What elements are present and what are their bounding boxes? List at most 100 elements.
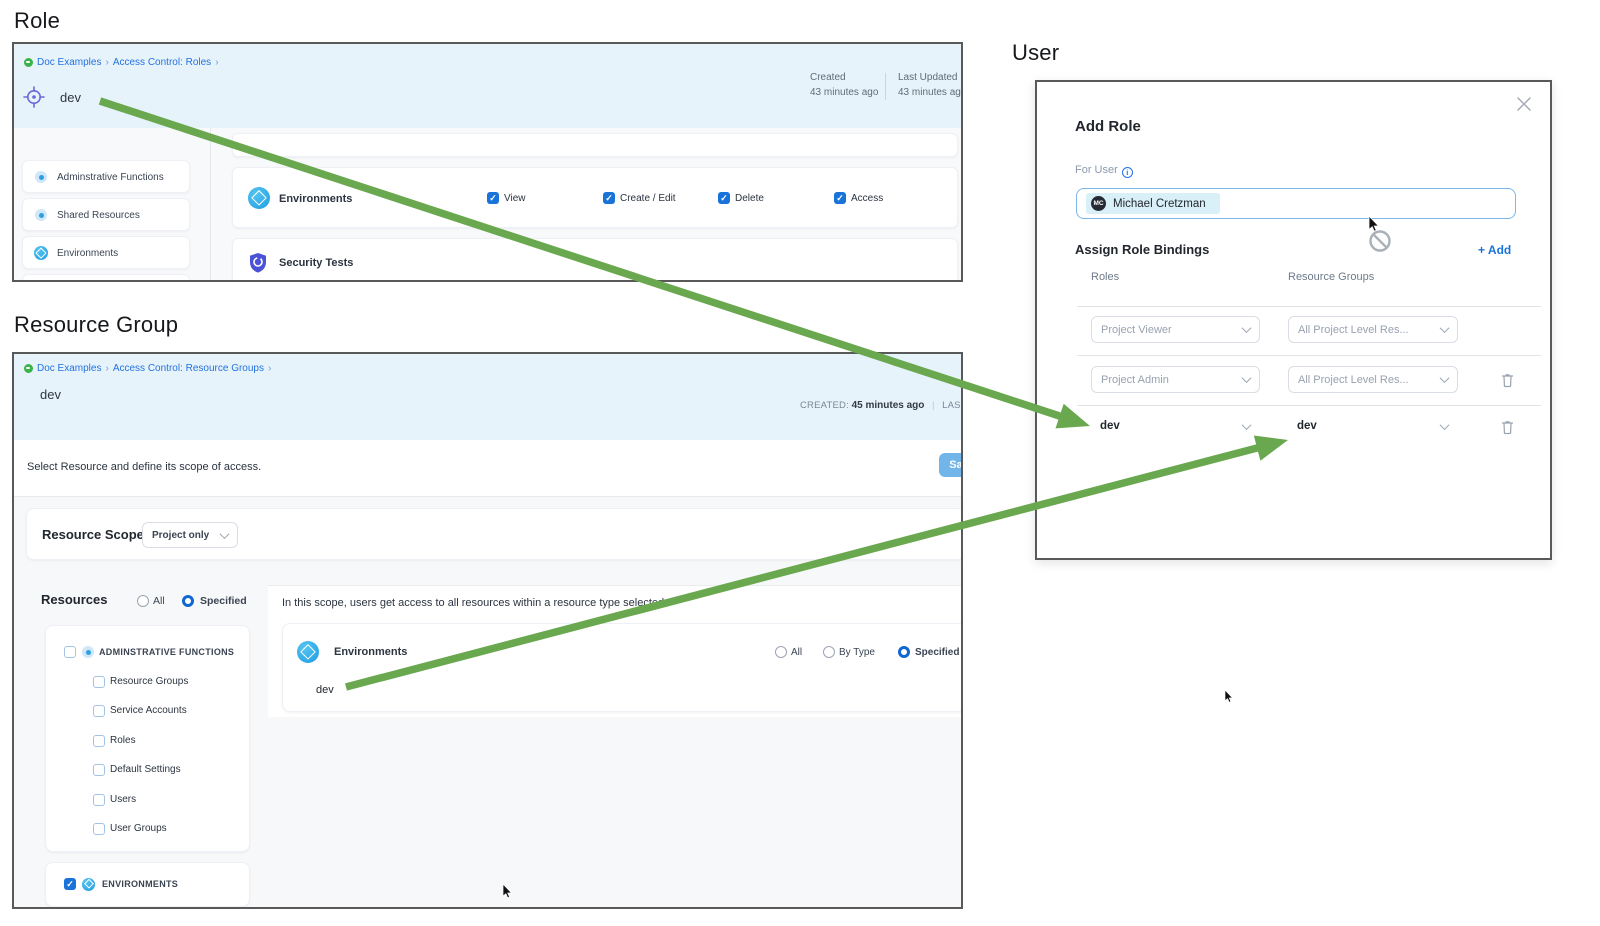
- role-target-icon: [23, 86, 45, 108]
- view-checkbox-label: View: [504, 193, 526, 204]
- selected-environment: dev: [316, 684, 334, 696]
- service-accounts-checkbox[interactable]: [93, 705, 105, 717]
- resources-specified-radio[interactable]: [182, 595, 194, 607]
- delete-binding-icon[interactable]: [1500, 419, 1515, 435]
- resource-group-meta: CREATED: 45 minutes ago | LAST UPD: [800, 400, 961, 411]
- breadcrumb-project-link[interactable]: Doc Examples: [37, 57, 102, 68]
- default-settings-checkbox[interactable]: [93, 764, 105, 776]
- resources-all-radio[interactable]: [137, 595, 149, 607]
- delete-checkbox[interactable]: [718, 192, 730, 204]
- shared-resources-icon: [35, 209, 47, 221]
- created-label: Created: [810, 72, 846, 83]
- environments-icon: [82, 877, 95, 891]
- env-specified-label: Specified: [915, 647, 960, 658]
- for-user-label: For User: [1075, 164, 1133, 178]
- role-created-meta: Created 43 minutes ago: [810, 71, 878, 100]
- user-section-title: User: [1012, 40, 1060, 65]
- role-select-value: Project Viewer: [1101, 323, 1172, 336]
- breadcrumb-logo-icon: [24, 364, 33, 373]
- scope-description: Select Resource and define its scope of …: [27, 461, 262, 473]
- row-divider: [1077, 355, 1541, 356]
- environments-icon: [34, 246, 48, 260]
- resource-group-panel: Doc Examples › Access Control: Resource …: [12, 352, 963, 909]
- role-select-2[interactable]: dev: [1100, 420, 1120, 432]
- chevron-down-icon: [219, 528, 230, 539]
- row-divider: [1077, 306, 1541, 307]
- view-checkbox[interactable]: [487, 192, 499, 204]
- resources-label: Resources: [41, 592, 108, 607]
- default-settings-label: Default Settings: [110, 764, 181, 775]
- chevron-down-icon[interactable]: [1439, 420, 1450, 431]
- resource-group-select-1[interactable]: All Project Level Res...: [1288, 366, 1458, 393]
- breadcrumb-separator: ›: [267, 363, 272, 374]
- add-binding-button[interactable]: + Add: [1478, 243, 1512, 257]
- resource-group-select-value: All Project Level Res...: [1298, 373, 1409, 386]
- sidebar-item-shared-resources[interactable]: Shared Resources: [22, 198, 190, 231]
- roles-checkbox[interactable]: [93, 735, 105, 747]
- resource-group-select-2[interactable]: dev: [1297, 420, 1317, 432]
- for-user-text: For User: [1075, 164, 1118, 176]
- roles-column-header: Roles: [1091, 271, 1120, 283]
- resource-groups-label: Resource Groups: [110, 676, 189, 687]
- resource-groups-checkbox[interactable]: [93, 676, 105, 688]
- breadcrumb-separator: ›: [105, 57, 109, 68]
- resource-scope-dropdown[interactable]: Project only: [142, 522, 238, 548]
- access-checkbox-label: Access: [851, 193, 884, 204]
- breadcrumb-logo-icon: [24, 58, 33, 67]
- scope-hint: In this scope, users get access to all r…: [282, 597, 665, 609]
- resources-specified-label: Specified: [200, 595, 247, 607]
- user-select-input[interactable]: MC Michael Cretzman: [1076, 188, 1516, 219]
- chevron-down-icon: [1439, 323, 1450, 334]
- role-select-1[interactable]: Project Admin: [1091, 366, 1260, 393]
- sidebar-item-partial[interactable]: [22, 274, 190, 280]
- environments-scope-card: Environments All By Type Specified dev: [282, 623, 961, 712]
- updated-label: Last Updated: [898, 72, 958, 83]
- info-icon[interactable]: [1121, 167, 1133, 178]
- create-edit-checkbox-label: Create / Edit: [620, 193, 676, 204]
- resource-group-name: dev: [40, 387, 61, 402]
- resource-group-select-value: All Project Level Res...: [1298, 323, 1409, 336]
- delete-binding-icon[interactable]: [1500, 372, 1515, 388]
- user-groups-checkbox[interactable]: [93, 823, 105, 835]
- chevron-down-icon: [1241, 323, 1252, 334]
- created-label: CREATED:: [800, 400, 849, 411]
- administrative-functions-icon: [35, 171, 47, 183]
- role-updated-meta: Last Updated 43 minutes ago: [898, 71, 961, 100]
- delete-checkbox-label: Delete: [735, 193, 764, 204]
- roles-label: Roles: [110, 735, 136, 746]
- users-checkbox[interactable]: [93, 794, 105, 806]
- role-section-title: Role: [14, 8, 61, 33]
- access-checkbox[interactable]: [834, 192, 846, 204]
- role-breadcrumb: Doc Examples › Access Control: Roles ›: [24, 57, 219, 68]
- chevron-down-icon[interactable]: [1241, 420, 1252, 431]
- sidebar-item-environments[interactable]: Environments: [22, 236, 190, 269]
- environments-scope-title: Environments: [334, 646, 408, 658]
- breadcrumb-module-link[interactable]: Access Control: Roles: [112, 57, 212, 68]
- create-edit-checkbox[interactable]: [603, 192, 615, 204]
- env-by-type-radio[interactable]: [823, 646, 835, 658]
- breadcrumb-module-link[interactable]: Access Control: Resource Groups: [112, 363, 264, 374]
- administrative-functions-checkbox[interactable]: [64, 646, 76, 658]
- sidebar-item-administrative-functions[interactable]: Adminstrative Functions: [22, 160, 190, 193]
- chevron-down-icon: [1439, 373, 1450, 384]
- environments-group-label: ENVIRONMENTS: [102, 879, 179, 889]
- breadcrumb-project-link[interactable]: Doc Examples: [37, 363, 102, 374]
- env-by-type-label: By Type: [839, 647, 875, 658]
- save-button[interactable]: Sav: [939, 453, 961, 477]
- env-specified-radio[interactable]: [898, 646, 910, 658]
- close-icon[interactable]: [1517, 97, 1531, 111]
- permission-row-partial: [232, 133, 958, 157]
- modal-title: Add Role: [1075, 118, 1141, 135]
- environments-group-card: ENVIRONMENTS: [45, 862, 250, 907]
- environments-group-checkbox[interactable]: [64, 878, 76, 890]
- resource-group-section-title: Resource Group: [14, 312, 179, 337]
- sidebar-item-label: Shared Resources: [57, 210, 140, 221]
- env-all-label: All: [791, 647, 803, 658]
- security-tests-icon: [250, 253, 266, 273]
- avatar: MC: [1091, 196, 1106, 211]
- resource-group-select-0[interactable]: All Project Level Res...: [1288, 316, 1458, 343]
- role-select-0[interactable]: Project Viewer: [1091, 316, 1260, 343]
- env-all-radio[interactable]: [775, 646, 787, 658]
- resources-all-label: All: [153, 595, 165, 607]
